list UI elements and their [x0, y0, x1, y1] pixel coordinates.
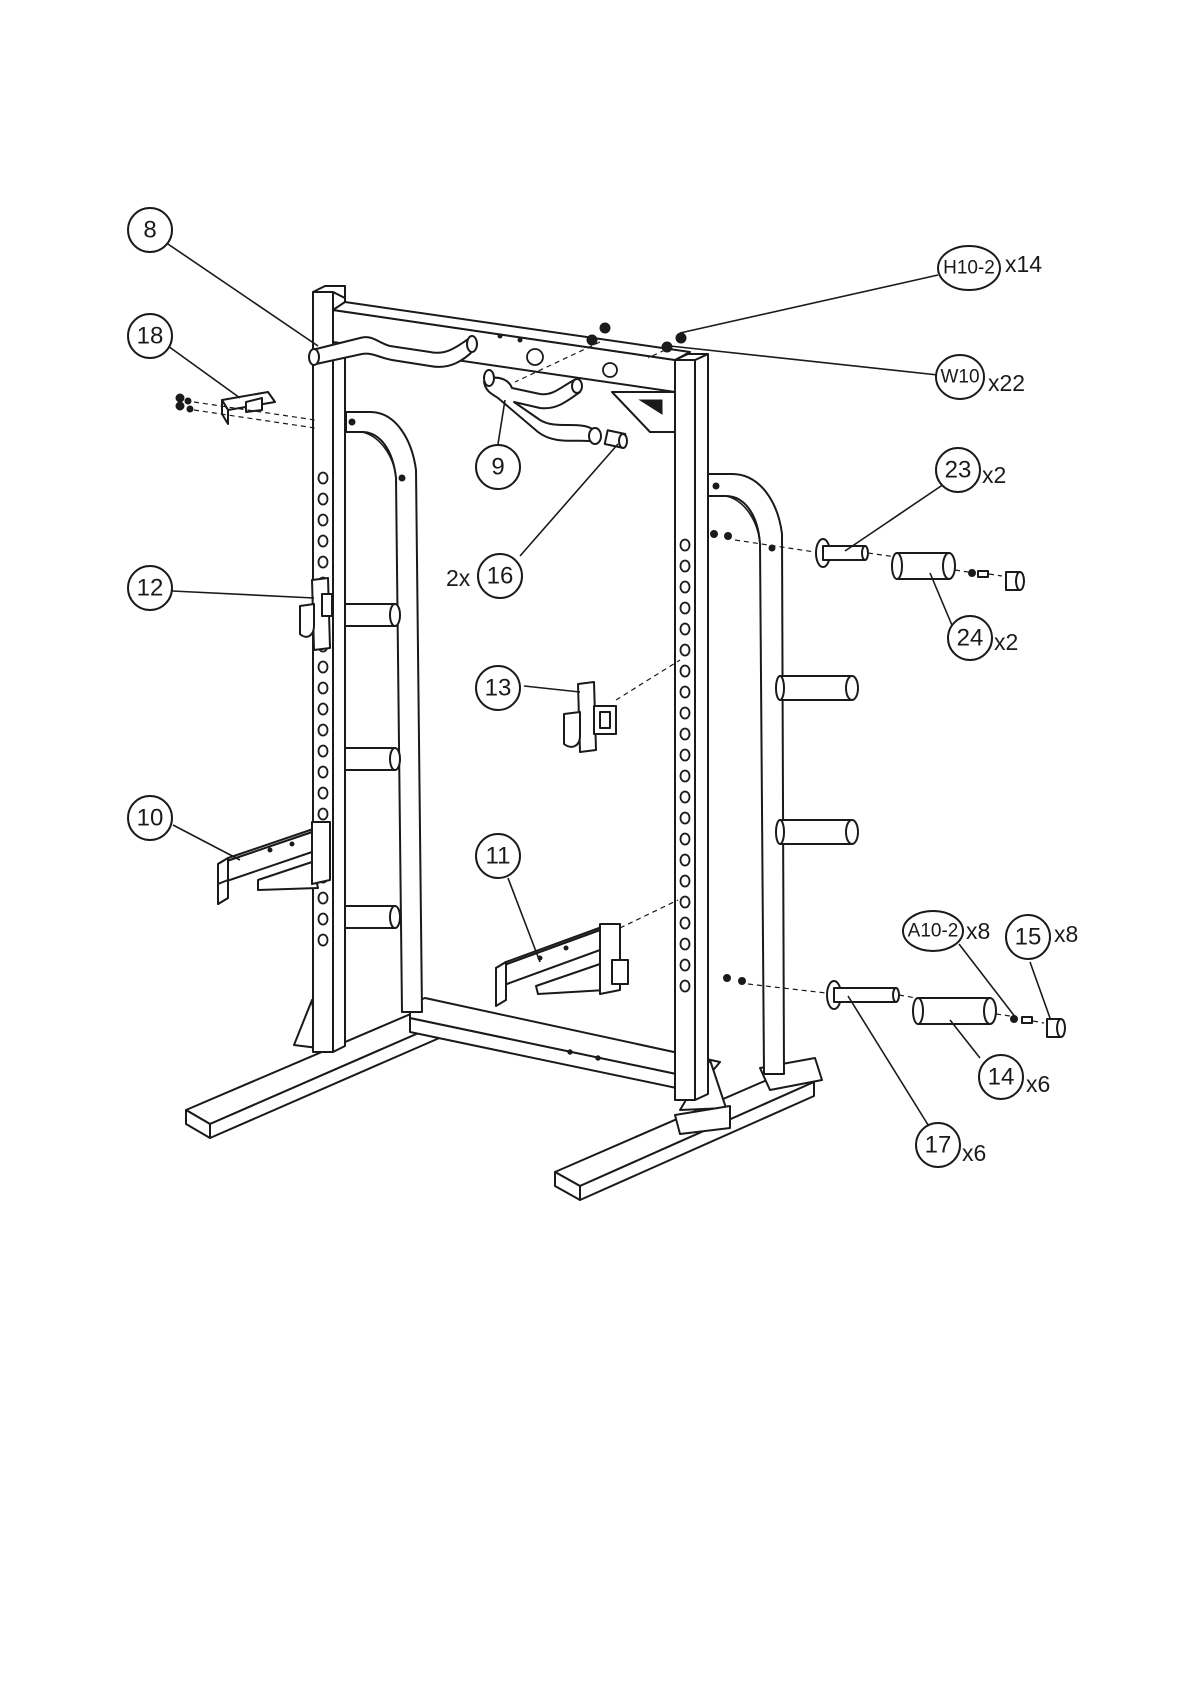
callout-17: 17 x6	[916, 1123, 986, 1167]
callout-label: 18	[137, 323, 164, 350]
callout-label: 12	[137, 575, 164, 602]
callout-label: 15	[1015, 924, 1042, 951]
upright-hole	[681, 561, 690, 572]
upright-hole	[319, 893, 328, 904]
upright-hole	[681, 855, 690, 866]
upright-hole	[319, 725, 328, 736]
upright-hole	[681, 876, 690, 887]
callout-15: 15 x8	[1006, 915, 1078, 959]
callout-label: 9	[491, 454, 504, 481]
callout-W10: W10 x22	[936, 355, 1025, 399]
callout-label: 17	[925, 1132, 952, 1159]
upright-hole	[681, 771, 690, 782]
upright-hole	[681, 960, 690, 971]
upright-hole	[681, 981, 690, 992]
upright-hole	[681, 624, 690, 635]
upright-hole	[681, 897, 690, 908]
j-hook-12	[300, 578, 332, 650]
callout-label: 14	[988, 1064, 1015, 1091]
upright-hole	[681, 540, 690, 551]
upright-hole	[319, 914, 328, 925]
upright-hole	[319, 662, 328, 673]
upright-hole	[319, 746, 328, 757]
upright-hole	[319, 788, 328, 799]
callout-label: 23	[945, 457, 972, 484]
callout-label: 16	[487, 563, 514, 590]
pin-assembly-upper	[711, 531, 1025, 591]
upright-hole	[319, 767, 328, 778]
callout-label: 10	[137, 805, 164, 832]
callout-14: 14 x6	[979, 1055, 1050, 1099]
upright-hole	[319, 494, 328, 505]
callout-qty: x2	[982, 462, 1006, 488]
callout-label: 11	[486, 843, 511, 870]
upright-hole	[319, 935, 328, 946]
upright-hole	[681, 729, 690, 740]
upright-hole	[319, 683, 328, 694]
callout-qty: x22	[988, 370, 1025, 396]
callout-qty: x14	[1005, 251, 1042, 277]
callout-qty: x6	[1026, 1071, 1050, 1097]
callout-9: 9	[476, 445, 520, 489]
callout-18: 18	[128, 314, 172, 358]
top-crossbar	[333, 302, 690, 432]
upright-hole	[319, 515, 328, 526]
pullup-handle-9	[484, 370, 601, 444]
callout-qty: 2x	[446, 565, 471, 591]
callout-13: 13	[476, 666, 520, 710]
left-side-crossbars	[345, 604, 400, 928]
upright-hole	[681, 813, 690, 824]
callout-H10-2: H10-2 x14	[938, 246, 1042, 290]
upright-hole	[681, 792, 690, 803]
rear-right-upright	[708, 474, 784, 1074]
callout-qty: x8	[966, 918, 990, 944]
storage-pins	[776, 676, 858, 844]
upright-hole	[681, 750, 690, 761]
upright-hole	[681, 687, 690, 698]
bracket-18	[176, 392, 315, 428]
upright-hole	[681, 582, 690, 593]
safety-arm-11	[496, 900, 678, 1006]
base-frame	[186, 998, 822, 1200]
upright-hole	[681, 645, 690, 656]
upright-hole	[681, 666, 690, 677]
upright-hole	[319, 704, 328, 715]
upright-hole	[319, 536, 328, 547]
callout-11: 11	[476, 834, 520, 878]
upright-hole	[681, 834, 690, 845]
callout-label: 8	[143, 217, 156, 244]
callout-label: 24	[957, 625, 984, 652]
callout-label: 13	[485, 675, 512, 702]
callout-qty: x6	[962, 1140, 986, 1166]
callout-label: A10-2	[908, 921, 959, 942]
callout-label: W10	[940, 367, 979, 388]
callout-16: 16 2x	[446, 554, 522, 598]
callout-23: 23 x2	[936, 448, 1006, 492]
upright-hole	[681, 918, 690, 929]
upright-hole	[319, 557, 328, 568]
left-front-upright	[313, 286, 345, 1052]
upright-hole	[681, 939, 690, 950]
callout-qty: x2	[994, 629, 1018, 655]
callout-A10-2: A10-2 x8	[903, 911, 990, 951]
callout-12: 12	[128, 566, 172, 610]
callout-label: H10-2	[943, 258, 995, 279]
right-front-upright	[675, 354, 708, 1100]
callout-10: 10	[128, 796, 172, 840]
upright-hole	[681, 708, 690, 719]
callout-qty: x8	[1054, 921, 1078, 947]
upright-hole	[319, 809, 328, 820]
upright-hole	[319, 473, 328, 484]
j-hook-13	[564, 660, 680, 752]
callout-8: 8	[128, 208, 172, 252]
upright-hole	[681, 603, 690, 614]
callout-24: 24 x2	[948, 616, 1018, 660]
